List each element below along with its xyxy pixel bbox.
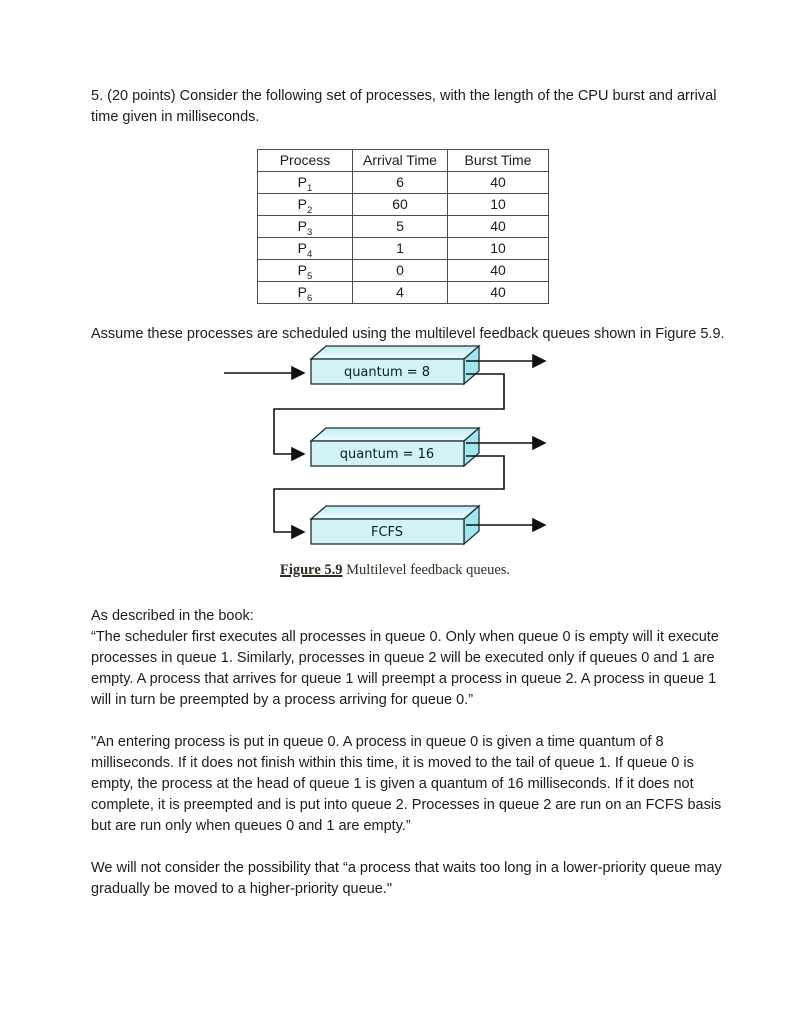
- figure-caption-text: Multilevel feedback queues.: [342, 562, 511, 578]
- queue-1-to-queue-2-connector: [273, 455, 505, 540]
- process-table: Process Arrival Time Burst Time P1 6 40 …: [257, 149, 549, 304]
- queue-0-to-queue-1-connector: [273, 373, 505, 462]
- process-cell: P5: [257, 259, 353, 282]
- arrival-cell: 1: [352, 237, 448, 260]
- process-cell: P6: [257, 281, 353, 304]
- final-note: We will not consider the possibility tha…: [91, 860, 722, 897]
- queue-0-label: quantum = 8: [344, 365, 430, 380]
- arrival-cell: 60: [352, 193, 448, 216]
- book-intro-line: As described in the book:: [91, 608, 254, 624]
- burst-cell: 10: [447, 193, 549, 216]
- figure-5-9: quantum = 8 quantum = 16 FCFS: [223, 343, 567, 581]
- book-quote-2: "An entering process is put in queue 0. …: [91, 734, 722, 834]
- table-row: P5 0 40: [257, 259, 549, 282]
- multilevel-feedback-queues-diagram: quantum = 8 quantum = 16 FCFS: [224, 344, 547, 546]
- burst-cell: 40: [447, 171, 549, 194]
- burst-cell: 40: [447, 215, 549, 238]
- header-process: Process: [257, 149, 353, 172]
- table-row: P6 4 40: [257, 281, 549, 304]
- arrival-cell: 6: [352, 171, 448, 194]
- queue-1-label: quantum = 16: [340, 447, 434, 462]
- table-row: P1 6 40: [257, 171, 549, 194]
- figure-caption: Figure 5.9 Multilevel feedback queues.: [223, 560, 567, 581]
- arrival-cell: 0: [352, 259, 448, 282]
- process-cell: P4: [257, 237, 353, 260]
- burst-cell: 10: [447, 237, 549, 260]
- queue-2-label: FCFS: [371, 525, 403, 540]
- arrival-cell: 5: [352, 215, 448, 238]
- table-row: P4 1 10: [257, 237, 549, 260]
- assume-text: Assume these processes are scheduled usi…: [91, 326, 725, 342]
- queue-2-box: [309, 504, 481, 546]
- header-burst-time: Burst Time: [447, 149, 549, 172]
- book-quote-1: “The scheduler first executes all proces…: [91, 629, 719, 708]
- book-description: As described in the book: “The scheduler…: [91, 606, 731, 711]
- process-cell: P1: [257, 171, 353, 194]
- table-row: P2 60 10: [257, 193, 549, 216]
- table-row: P3 5 40: [257, 215, 549, 238]
- process-cell: P3: [257, 215, 353, 238]
- header-arrival-time: Arrival Time: [352, 149, 448, 172]
- arrival-cell: 4: [352, 281, 448, 304]
- burst-cell: 40: [447, 259, 549, 282]
- table-header-row: Process Arrival Time Burst Time: [257, 149, 549, 172]
- figure-caption-number: Figure 5.9: [279, 562, 343, 578]
- burst-cell: 40: [447, 281, 549, 304]
- problem-statement: 5. (20 points) Consider the following se…: [91, 88, 717, 125]
- queue-0-box: [309, 344, 481, 386]
- process-cell: P2: [257, 193, 353, 216]
